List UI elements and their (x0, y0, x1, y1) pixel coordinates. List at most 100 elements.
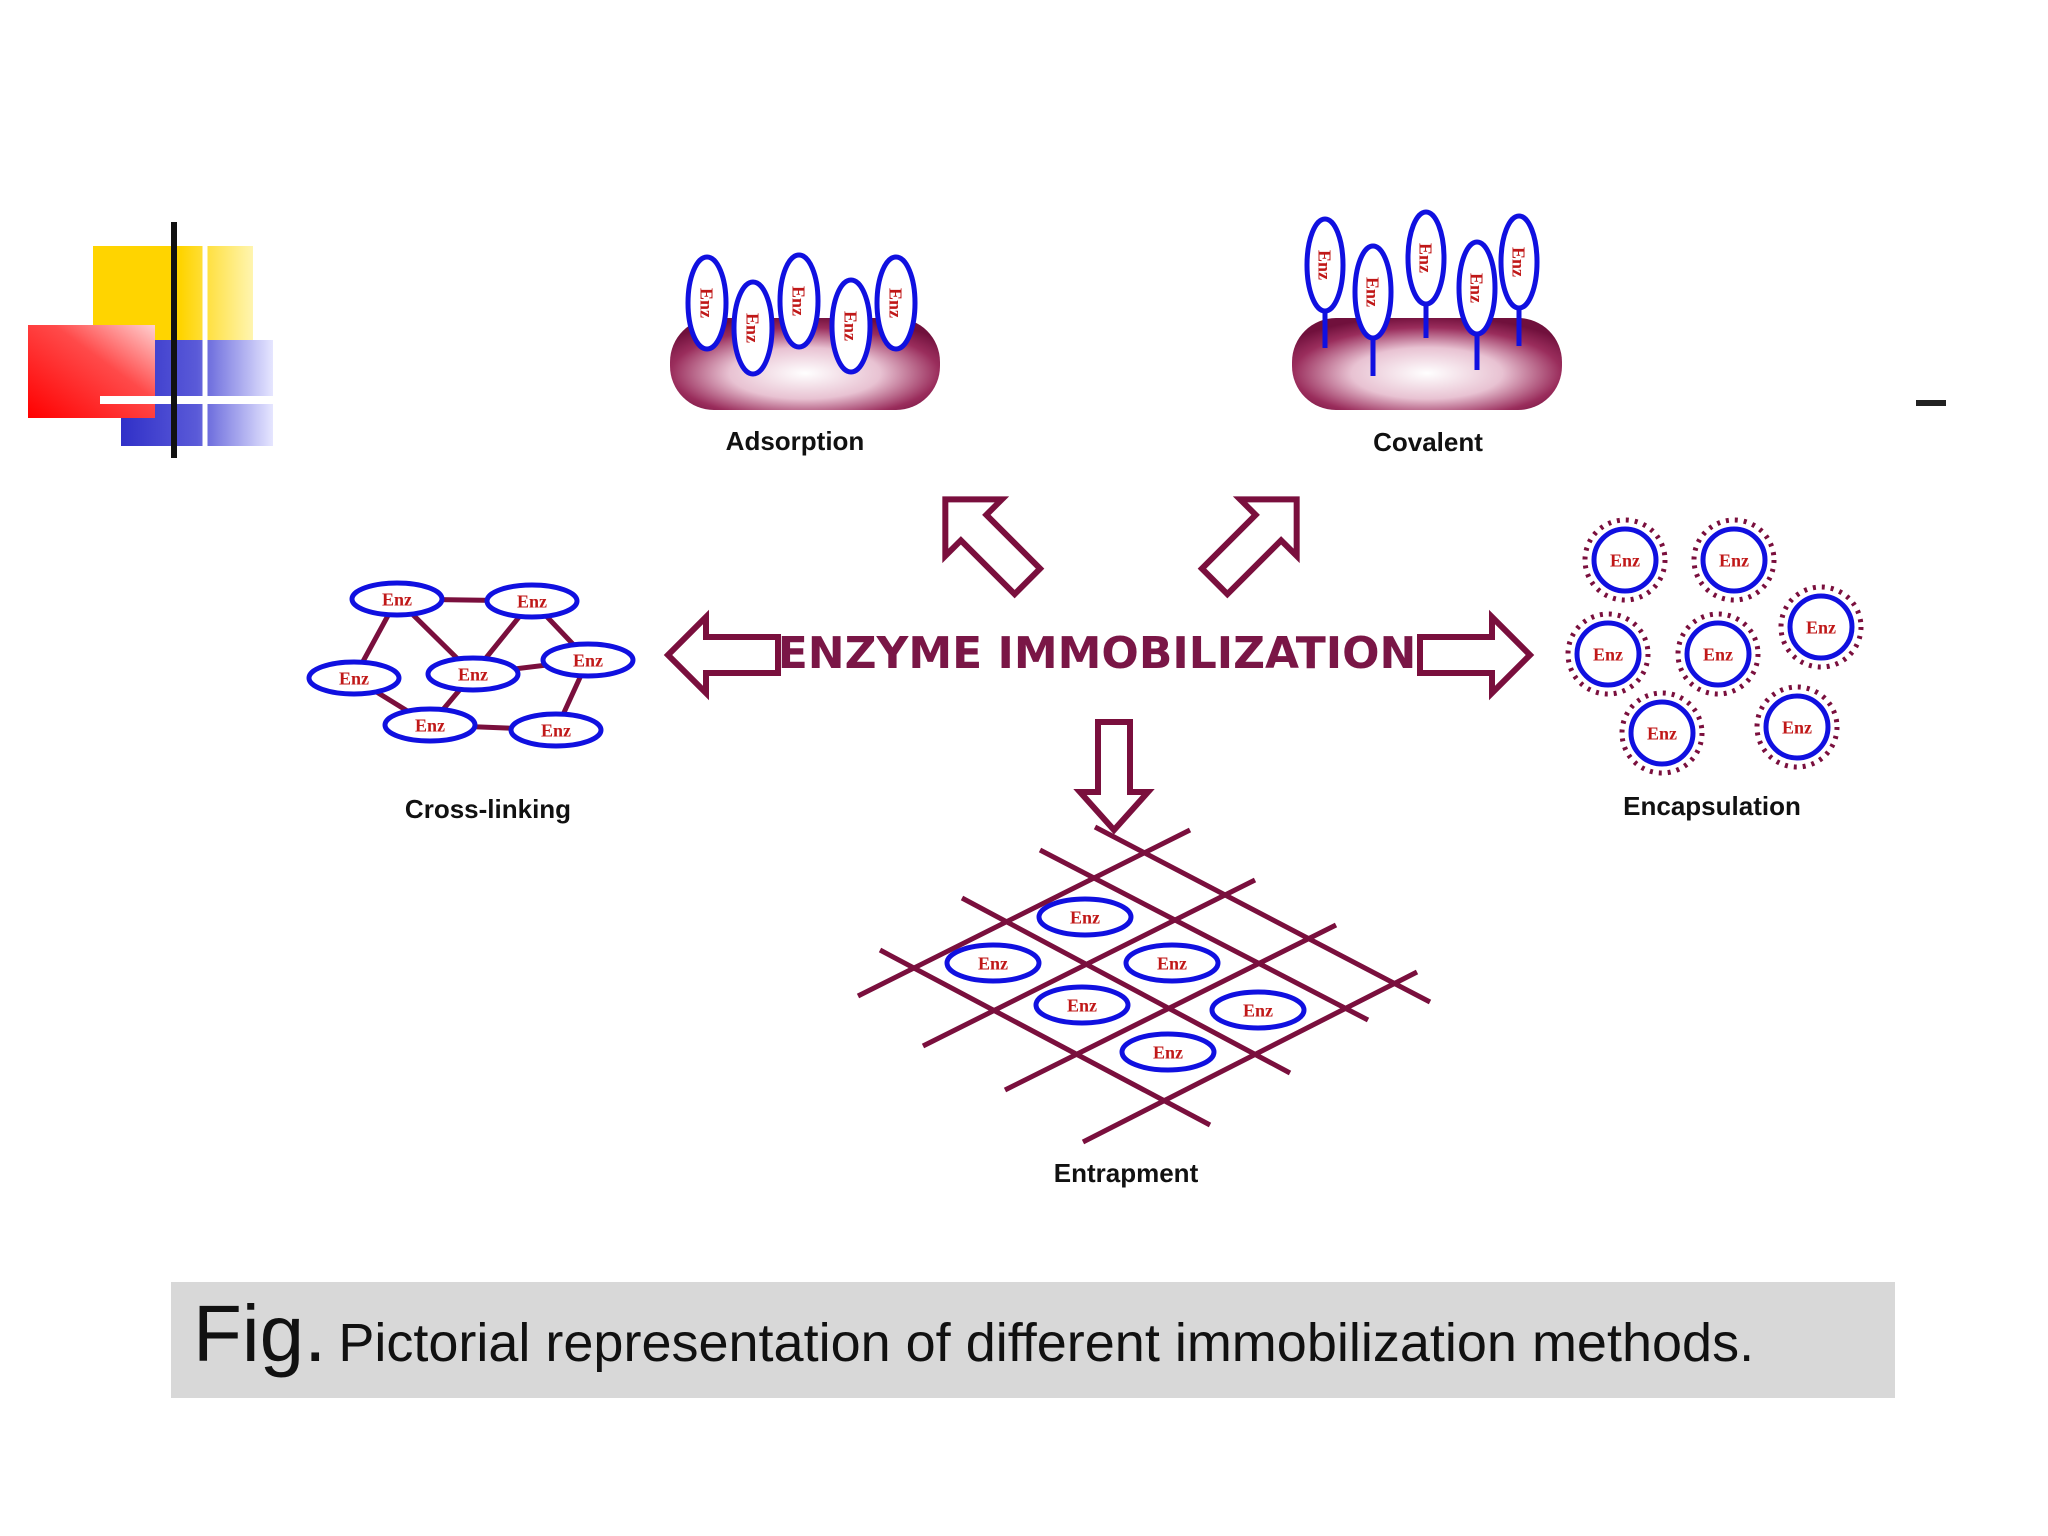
method-label-entrapment: Entrapment (1054, 1158, 1199, 1188)
enzyme-ring (1209, 989, 1307, 1031)
enzyme-label: Enz (1647, 723, 1677, 743)
arrow-down (1073, 719, 1155, 835)
enzyme: Enz (1456, 239, 1498, 337)
enzyme-ring (1036, 896, 1134, 938)
enzyme-label: Enz (1593, 644, 1623, 664)
capsule-membrane (1675, 611, 1761, 697)
enzyme-label: Enz (382, 589, 412, 609)
enzyme-label: Enz (1070, 907, 1100, 927)
enzyme-ring (777, 252, 821, 350)
enzyme-label: Enz (339, 668, 369, 688)
enzyme-label: Enz (1509, 247, 1529, 277)
method-label-encapsulation: Encapsulation (1623, 791, 1801, 821)
enzyme-ring (1591, 526, 1659, 594)
enzyme-label: Enz (458, 664, 488, 684)
arrow-up-right (1197, 496, 1300, 599)
enzyme-ring (1456, 239, 1498, 337)
enzyme: Enz (1033, 984, 1131, 1026)
lattice-strand (1093, 824, 1432, 1005)
capsule-membrane (1778, 584, 1864, 670)
enzyme-ring (1700, 526, 1768, 594)
figure-caption: Fig.Pictorial representation of differen… (171, 1282, 1895, 1398)
enzyme-label: Enz (1719, 550, 1749, 570)
enzyme: Enz (349, 580, 445, 618)
enzyme-label: Enz (789, 286, 809, 316)
method-label-cross-linking: Cross-linking (405, 794, 571, 824)
enzyme-ring (508, 711, 604, 749)
caption-text: Pictorial representation of different im… (338, 1313, 1755, 1373)
enzyme-ring (1119, 1031, 1217, 1073)
enzyme-label: Enz (1416, 243, 1436, 273)
enzyme-label: Enz (1467, 273, 1487, 303)
method-label-adsorption: Adsorption (726, 426, 865, 456)
enzyme-label: Enz (517, 591, 547, 611)
capsule-membrane (1565, 611, 1651, 697)
enzyme-ring (1498, 213, 1540, 311)
lattice-strand (960, 895, 1292, 1076)
enzyme-label: Enz (415, 715, 445, 735)
enzyme-label: Enz (541, 720, 571, 740)
enzyme-ring (1405, 209, 1447, 307)
enzyme-label: Enz (1703, 644, 1733, 664)
enzyme: Enz (1209, 989, 1307, 1031)
enzyme: Enz (829, 277, 873, 375)
capsule-membrane (1691, 517, 1777, 603)
arrow-left (663, 609, 781, 701)
covalent-carrier (1292, 318, 1562, 410)
enzyme-ring (1574, 620, 1642, 688)
enzyme-ring (306, 659, 402, 697)
method-label-covalent: Covalent (1373, 427, 1483, 457)
enzyme: Enz (1675, 611, 1761, 697)
enzyme: Enz (777, 252, 821, 350)
enzyme: Enz (1123, 942, 1221, 984)
enzyme: Enz (685, 254, 729, 352)
enzyme-label: Enz (573, 650, 603, 670)
enzyme: Enz (1352, 243, 1394, 341)
arrow-up-left (942, 496, 1045, 599)
enzyme: Enz (508, 711, 604, 749)
enzyme-label: Enz (1610, 550, 1640, 570)
lattice-strand (1081, 969, 1419, 1145)
deco-red-square (28, 325, 155, 418)
enzyme-label: Enz (697, 288, 717, 318)
enzyme-ring (1033, 984, 1131, 1026)
enzyme-ring (1628, 699, 1696, 767)
enzyme-label: Enz (886, 288, 906, 318)
capsule-membrane (1582, 517, 1668, 603)
diagram-title: ENZYME IMMOBILIZATION (778, 628, 1417, 679)
enzyme-label: Enz (1153, 1042, 1183, 1062)
enzyme-ring (540, 641, 636, 679)
enzyme: Enz (1498, 213, 1540, 311)
enzyme: Enz (1119, 1031, 1217, 1073)
enzyme-label: Enz (1067, 995, 1097, 1015)
enzyme-ring (484, 582, 580, 620)
enzyme-ring (382, 706, 478, 744)
enzyme-label: Enz (1363, 277, 1383, 307)
enzyme-ring (829, 277, 873, 375)
enzyme-ring (1123, 942, 1221, 984)
arrows (663, 496, 1535, 835)
caption-prefix: Fig. (193, 1289, 327, 1378)
enzyme: Enz (1582, 517, 1668, 603)
enzyme-ring (944, 942, 1042, 984)
enzyme: Enz (874, 254, 918, 352)
enzyme-label: Enz (1157, 953, 1187, 973)
enzyme-ring (731, 279, 775, 377)
enzyme-label: Enz (1782, 717, 1812, 737)
enzyme: Enz (1565, 611, 1651, 697)
enzyme: Enz (382, 706, 478, 744)
enzyme-label: Enz (841, 311, 861, 341)
arrow-right (1417, 609, 1535, 701)
enzyme-label: Enz (743, 313, 763, 343)
enzyme-label: Enz (978, 953, 1008, 973)
enzyme: Enz (425, 655, 521, 693)
